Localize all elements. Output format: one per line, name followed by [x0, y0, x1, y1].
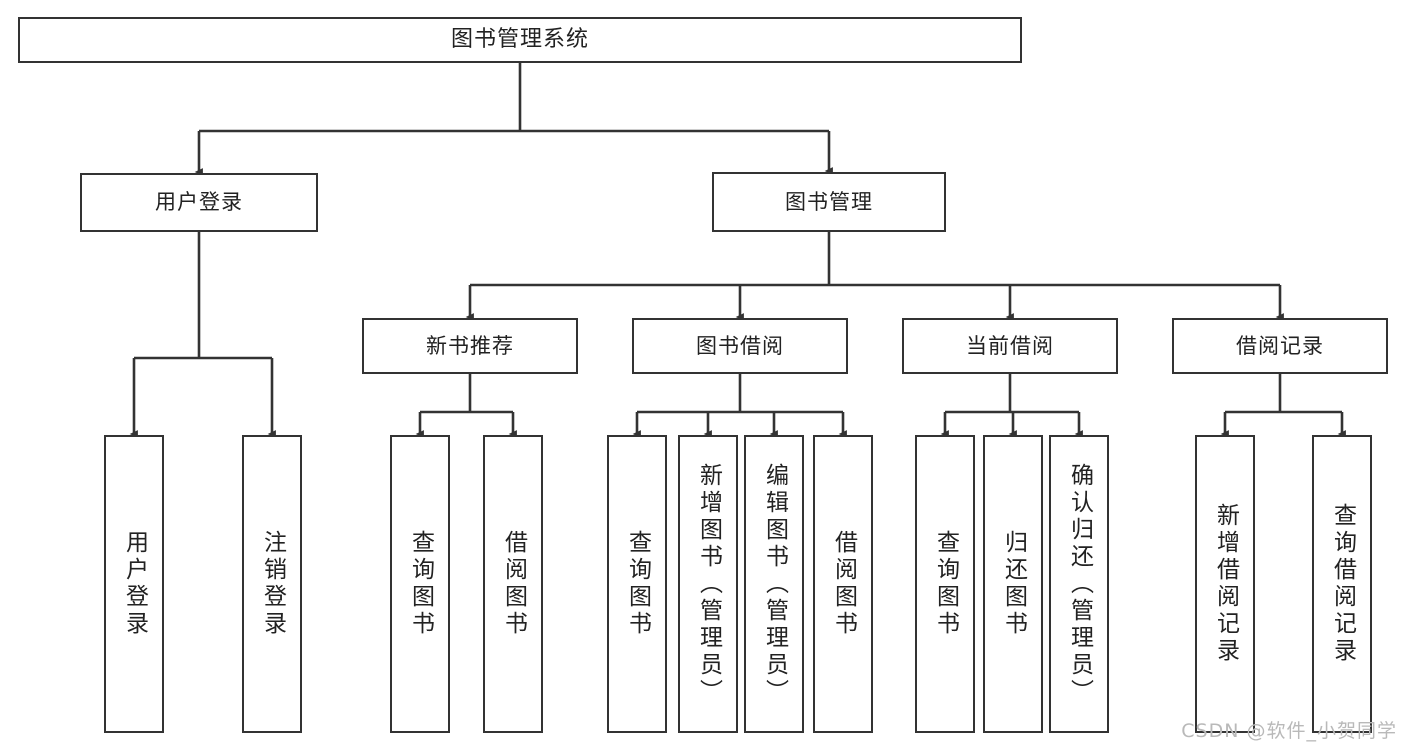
node-leaf-edit-book[interactable]: 编辑图书（管理员）: [744, 435, 804, 733]
node-leaf-add-book[interactable]: 新增图书（管理员）: [678, 435, 738, 733]
node-new-book-rec-label: 新书推荐: [426, 333, 514, 358]
node-leaf-borrow-book-2-label: 借阅图书: [830, 530, 857, 638]
node-borrow-record[interactable]: 借阅记录: [1172, 318, 1388, 374]
node-leaf-query-record[interactable]: 查询借阅记录: [1312, 435, 1372, 733]
node-current-borrow[interactable]: 当前借阅: [902, 318, 1118, 374]
node-leaf-borrow-book-2[interactable]: 借阅图书: [813, 435, 873, 733]
node-book-manage-label: 图书管理: [785, 189, 873, 214]
node-leaf-borrow-book-1-label: 借阅图书: [500, 530, 527, 638]
node-leaf-edit-book-label: 编辑图书（管理员）: [761, 462, 788, 706]
node-root[interactable]: 图书管理系统: [18, 17, 1022, 63]
node-book-manage[interactable]: 图书管理: [712, 172, 946, 232]
node-leaf-query-record-label: 查询借阅记录: [1329, 503, 1356, 665]
node-leaf-user-logout-label: 注销登录: [259, 530, 286, 638]
node-new-book-rec[interactable]: 新书推荐: [362, 318, 578, 374]
node-root-label: 图书管理系统: [450, 27, 589, 53]
node-borrow-record-label: 借阅记录: [1236, 333, 1324, 358]
node-leaf-user-logout[interactable]: 注销登录: [242, 435, 302, 733]
node-leaf-query-book-2-label: 查询图书: [624, 530, 651, 638]
node-leaf-query-book-1[interactable]: 查询图书: [390, 435, 450, 733]
node-leaf-query-book-3-label: 查询图书: [932, 530, 959, 638]
node-leaf-add-book-label: 新增图书（管理员）: [695, 462, 722, 706]
node-leaf-add-record[interactable]: 新增借阅记录: [1195, 435, 1255, 733]
node-leaf-return-book[interactable]: 归还图书: [983, 435, 1043, 733]
node-leaf-query-book-2[interactable]: 查询图书: [607, 435, 667, 733]
node-leaf-borrow-book-1[interactable]: 借阅图书: [483, 435, 543, 733]
node-current-borrow-label: 当前借阅: [966, 333, 1054, 358]
node-book-borrow[interactable]: 图书借阅: [632, 318, 848, 374]
node-leaf-confirm-return-label: 确认归还（管理员）: [1066, 462, 1093, 706]
node-leaf-user-login-label: 用户登录: [121, 530, 148, 638]
node-leaf-query-book-1-label: 查询图书: [407, 530, 434, 638]
node-leaf-confirm-return[interactable]: 确认归还（管理员）: [1049, 435, 1109, 733]
node-book-borrow-label: 图书借阅: [696, 333, 784, 358]
node-leaf-query-book-3[interactable]: 查询图书: [915, 435, 975, 733]
node-leaf-user-login[interactable]: 用户登录: [104, 435, 164, 733]
node-user-login[interactable]: 用户登录: [80, 173, 318, 232]
node-user-login-label: 用户登录: [155, 190, 243, 215]
node-leaf-add-record-label: 新增借阅记录: [1212, 503, 1239, 665]
node-leaf-return-book-label: 归还图书: [1000, 530, 1027, 638]
connector-lines: [129, 63, 1346, 438]
